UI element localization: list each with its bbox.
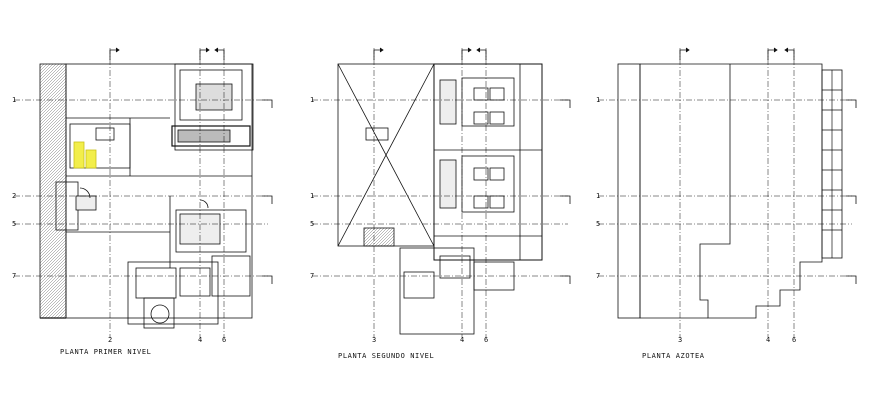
grid-label: 4 bbox=[198, 336, 202, 344]
grid-label: 5 bbox=[12, 220, 16, 228]
highlight-block bbox=[73, 141, 85, 169]
grid-label: 1 bbox=[596, 192, 600, 200]
grid-label: 7 bbox=[596, 272, 600, 280]
grid-label: 2 bbox=[108, 336, 112, 344]
grid-label: 5 bbox=[596, 220, 600, 228]
plan-azotea-grid-labels: 1 1 5 7 3 4 6 bbox=[596, 96, 796, 344]
grid-label: 4 bbox=[766, 336, 770, 344]
plan-segundo-grid-labels: 1 1 5 7 3 4 6 bbox=[310, 96, 488, 344]
grid-label: 6 bbox=[484, 336, 488, 344]
grid-label: 4 bbox=[460, 336, 464, 344]
plan-segundo-nivel bbox=[312, 47, 571, 338]
plan-primer-nivel bbox=[14, 47, 273, 338]
plan-caption-primer: PLANTA PRIMER NIVEL bbox=[60, 348, 151, 356]
plan-caption-segundo: PLANTA SEGUNDO NIVEL bbox=[338, 352, 434, 360]
grid-label: 1 bbox=[310, 96, 314, 104]
grid-label: 5 bbox=[310, 220, 314, 228]
plan-azotea bbox=[598, 47, 857, 338]
grid-label: 6 bbox=[222, 336, 226, 344]
grid-label: 7 bbox=[12, 272, 16, 280]
plan-caption-azotea: PLANTA AZOTEA bbox=[642, 352, 705, 360]
grid-label: 2 bbox=[12, 192, 16, 200]
grid-label: 1 bbox=[596, 96, 600, 104]
grid-label: 3 bbox=[372, 336, 376, 344]
grid-label: 6 bbox=[792, 336, 796, 344]
grid-label: 1 bbox=[12, 96, 16, 104]
grid-label: 1 bbox=[310, 192, 314, 200]
grid-label: 3 bbox=[678, 336, 682, 344]
plan-primer-grid-labels: 1 2 5 7 2 4 6 bbox=[12, 96, 226, 344]
grid-label: 7 bbox=[310, 272, 314, 280]
